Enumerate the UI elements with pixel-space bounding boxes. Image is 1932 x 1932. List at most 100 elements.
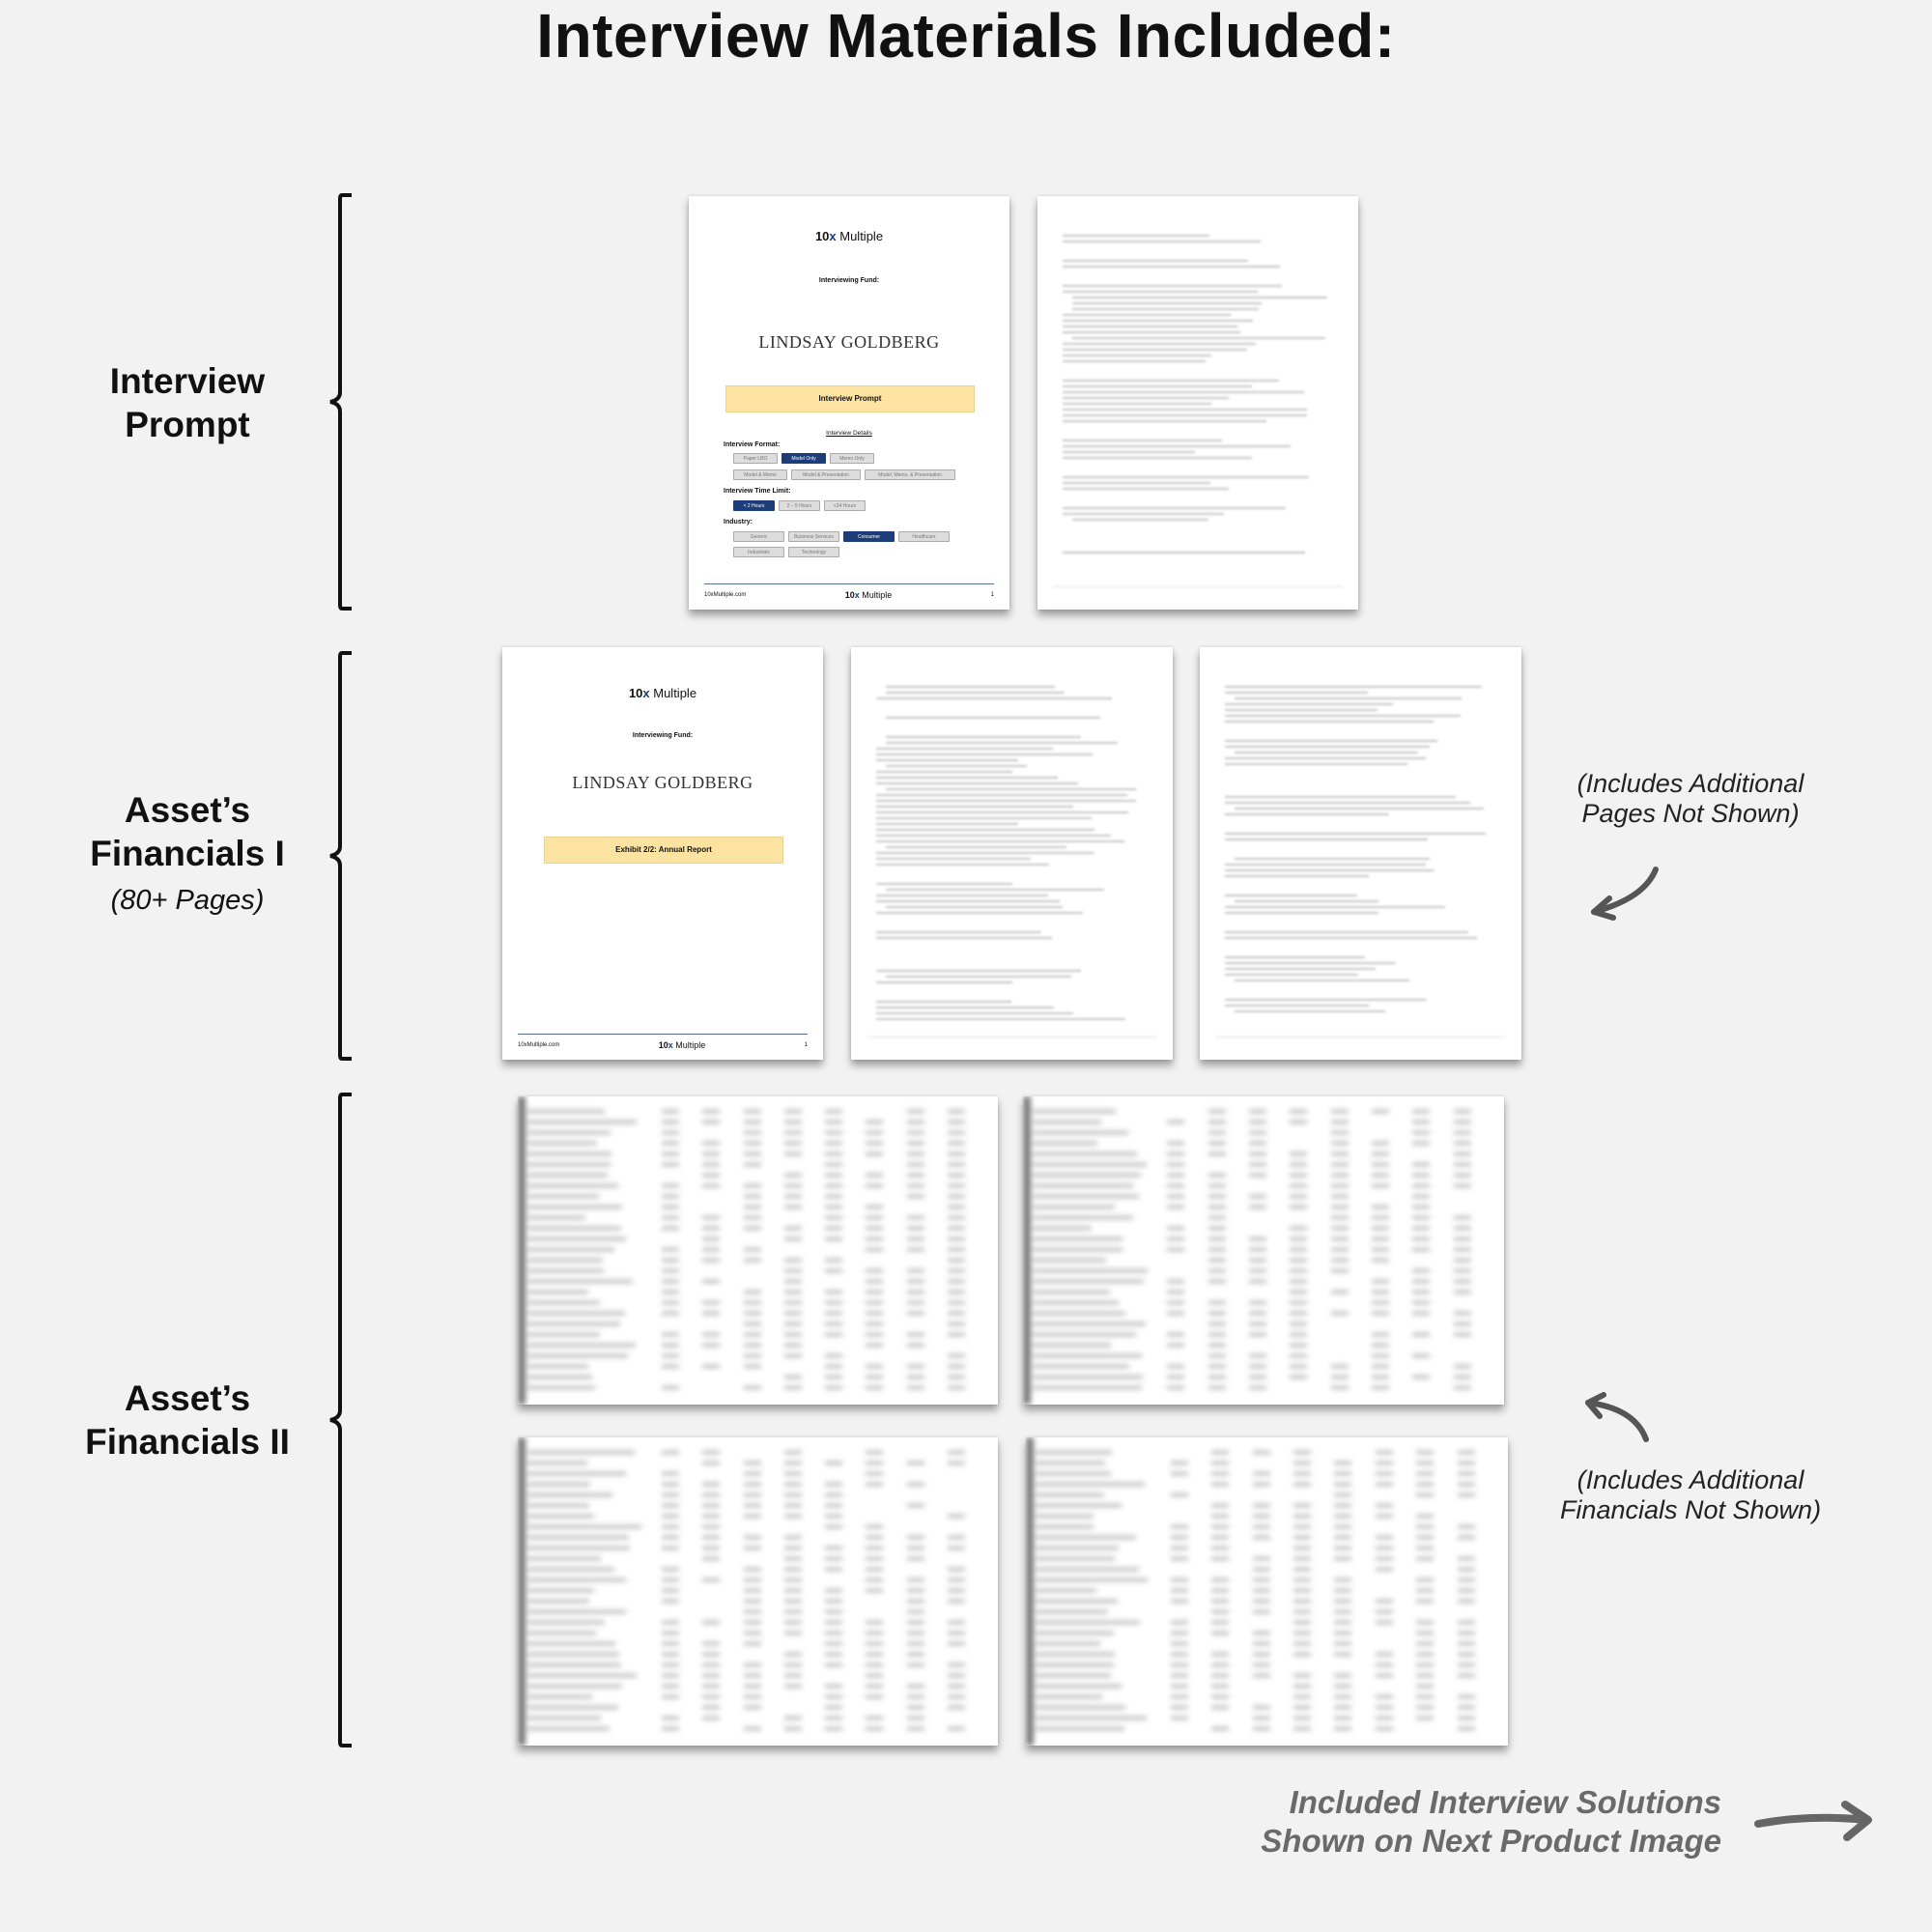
blurred-line [1225, 937, 1478, 939]
blurred-line [527, 1291, 588, 1293]
blurred-line [527, 1472, 626, 1475]
document-banner: Interview Prompt [725, 385, 975, 412]
blurred-line [1372, 1291, 1390, 1293]
blurred-line [1372, 1184, 1390, 1187]
blurred-line [702, 1706, 721, 1709]
blurred-line [1033, 1237, 1122, 1240]
blurred-line [947, 1142, 965, 1145]
blurred-line [1252, 1525, 1270, 1528]
blurred-line [527, 1131, 611, 1134]
blurred-line [1208, 1280, 1226, 1283]
blurred-line [866, 1589, 884, 1592]
blurred-line [1033, 1110, 1116, 1113]
blurred-line [1235, 752, 1418, 753]
blurred-line [1036, 1536, 1136, 1539]
blurred-line [702, 1642, 721, 1645]
blurred-line [1211, 1727, 1230, 1730]
blurred-line [783, 1376, 802, 1378]
blurred-line [1211, 1600, 1230, 1603]
blurred-line [1375, 1515, 1393, 1518]
blurred-line [825, 1727, 843, 1730]
blurred-line [1225, 869, 1435, 871]
blurred-line [783, 1280, 802, 1283]
blurred-content [1023, 1096, 1504, 1405]
blurred-line [1249, 1269, 1267, 1272]
blurred-line [662, 1727, 680, 1730]
blurred-line [702, 1695, 721, 1698]
blurred-line [1167, 1237, 1185, 1240]
blurred-line [1453, 1333, 1471, 1336]
blurred-line [1208, 1121, 1226, 1123]
blurred-line [876, 937, 1052, 939]
blurred-line [866, 1695, 884, 1698]
blurred-line [1412, 1216, 1431, 1219]
blurred-line [906, 1333, 924, 1336]
blurred-line [1453, 1269, 1471, 1272]
blurred-line [743, 1227, 761, 1230]
additional-pages-note: (Includes Additional Pages Not Shown) [1546, 769, 1835, 829]
blurred-line [1225, 721, 1435, 723]
blurred-line [702, 1312, 721, 1315]
blurred-line [783, 1269, 802, 1272]
blurred-line [1033, 1248, 1122, 1251]
footer-page-number: 1 [990, 592, 994, 598]
blurred-line [1293, 1483, 1311, 1486]
blurred-line [1416, 1557, 1435, 1560]
blurred-line [1375, 1557, 1393, 1560]
blurred-line [527, 1621, 605, 1624]
note-line: (Includes Additional [1577, 769, 1804, 798]
blurred-line [906, 1195, 924, 1198]
curved-arrow-icon [1585, 1392, 1649, 1442]
blurred-line [825, 1632, 843, 1634]
blurred-line [825, 1110, 843, 1113]
blurred-line [1412, 1333, 1431, 1336]
blurred-line [662, 1674, 680, 1677]
blurred-line [743, 1462, 761, 1464]
blurred-line [783, 1301, 802, 1304]
blurred-line [876, 840, 1124, 842]
blurred-line [518, 1437, 526, 1746]
blurred-line [1334, 1472, 1352, 1475]
blurred-line [1372, 1333, 1390, 1336]
blurred-line [662, 1653, 680, 1656]
footer-logo: 10x Multiple [658, 1040, 706, 1050]
brand-logo: 10x Multiple [814, 229, 884, 243]
blurred-line [1293, 1610, 1311, 1613]
blurred-line [1334, 1685, 1352, 1688]
blurred-line [886, 765, 1027, 767]
financial-table-blurred [518, 1096, 998, 1405]
blurred-line [1416, 1621, 1435, 1624]
blurred-line [1290, 1291, 1308, 1293]
blurred-line [1453, 1291, 1471, 1293]
blurred-line [1063, 409, 1307, 411]
blurred-line [1334, 1695, 1352, 1698]
blurred-line [866, 1237, 884, 1240]
blurred-line [1036, 1483, 1145, 1486]
blurred-line [886, 976, 1071, 978]
blurred-line [743, 1354, 761, 1357]
blurred-line [1293, 1717, 1311, 1719]
blurred-line [1225, 833, 1486, 835]
blurred-line [743, 1291, 761, 1293]
curly-bracket-icon [329, 1093, 352, 1747]
blurred-line [1063, 326, 1237, 327]
blurred-line [783, 1568, 802, 1571]
blurred-line [783, 1291, 802, 1293]
blurred-line [527, 1483, 591, 1486]
blurred-line [1453, 1280, 1471, 1283]
blurred-line [1036, 1589, 1097, 1592]
blurred-line [1225, 931, 1469, 933]
blurred-line [1211, 1685, 1230, 1688]
blurred-line [1170, 1642, 1188, 1645]
blurred-line [906, 1365, 924, 1368]
blurred-line [783, 1142, 802, 1145]
blurred-line [1457, 1695, 1475, 1698]
blurred-line [1063, 414, 1307, 416]
blurred-line [1033, 1121, 1101, 1123]
blurred-line [1167, 1248, 1185, 1251]
blurred-line [906, 1312, 924, 1315]
blurred-line [1375, 1610, 1393, 1613]
blurred-line [1375, 1504, 1393, 1507]
label-line: Financials I [90, 834, 285, 873]
blurred-line [1293, 1674, 1311, 1677]
